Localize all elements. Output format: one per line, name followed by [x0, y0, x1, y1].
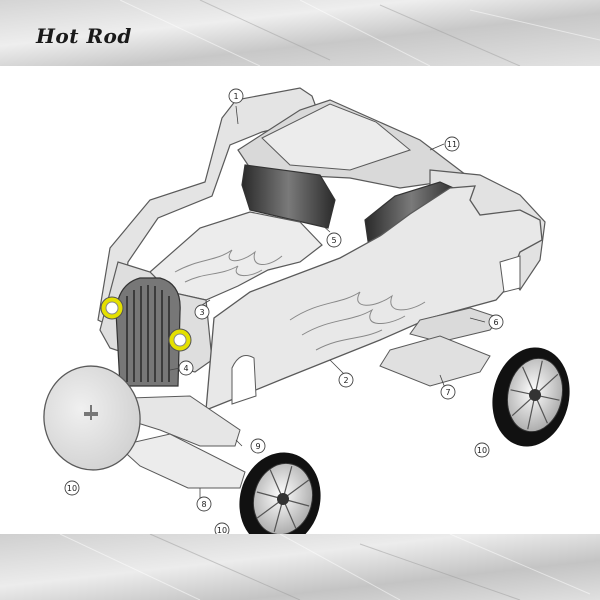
floor-piece-7 [379, 335, 491, 387]
chassis-piece-8 [116, 433, 246, 489]
floor-piece-6 [409, 307, 501, 343]
wheel-disc [43, 365, 141, 471]
page-title: Hot Rod [36, 24, 132, 48]
part-number-labels: 1 2 3 4 5 6 7 8 9 10 10 10 11 [67, 92, 499, 534]
left-headlight-icon [100, 296, 124, 320]
callout-badges [64, 88, 504, 534]
part-label-4: 4 [183, 364, 188, 373]
part-label-11: 11 [447, 140, 457, 149]
top-metal-band [0, 0, 600, 66]
roof-top [261, 103, 412, 171]
right-headlight-icon [168, 328, 192, 352]
front-wheel-icon [239, 452, 321, 534]
part-label-10-rear-wheel: 10 [477, 446, 487, 455]
part-label-2: 2 [343, 376, 348, 385]
part-label-5: 5 [331, 236, 336, 245]
front-grille [115, 277, 181, 387]
part-label-9: 9 [255, 442, 260, 451]
right-side-panel [205, 185, 543, 411]
front-wheel-arch [231, 355, 257, 405]
rear-wheel-arch [499, 255, 521, 293]
side-flames [289, 291, 426, 351]
part-label-1: 1 [233, 92, 238, 101]
part-label-8: 8 [201, 500, 206, 509]
part-label-6: 6 [493, 318, 498, 327]
bottom-metal-band [0, 534, 600, 600]
part-label-10-disc: 10 [67, 484, 77, 493]
part-label-7: 7 [445, 388, 450, 397]
part-label-3: 3 [199, 308, 204, 317]
hood-flames [174, 249, 283, 283]
hot-rod-exploded-diagram: 1 2 3 4 5 6 7 8 9 10 10 10 11 [43, 87, 570, 534]
back-window [241, 164, 336, 229]
part-label-10-front-wheel: 10 [217, 526, 227, 534]
rear-wheel-icon [492, 347, 570, 447]
